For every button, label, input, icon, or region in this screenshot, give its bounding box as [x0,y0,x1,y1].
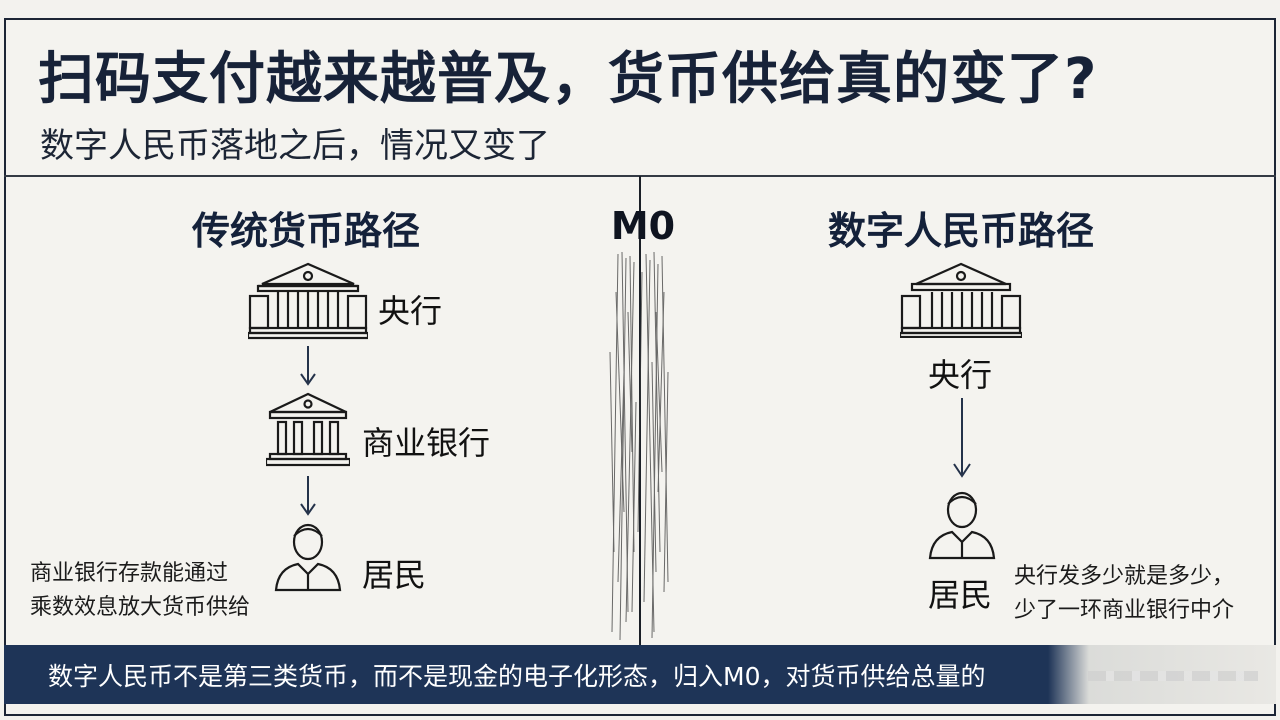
page-subtitle: 数字人民币落地之后，情况又变了 [40,126,550,166]
right-note-line-1: 央行发多少就是多少， [1014,564,1235,589]
bank-building-icon [248,262,368,340]
right-central-bank-label: 央行 [928,356,993,394]
right-heading: 数字人民币路径 [828,209,1095,253]
arrow-down-icon [300,346,316,386]
blurred-watermark [1048,645,1276,704]
page-title: 扫码支付越来越普及，货币供给真的变了? [38,47,1098,112]
left-commercial-bank-label: 商业银行 [362,424,491,462]
bank-building-icon [900,262,1022,338]
left-central-bank-label: 央行 [378,292,443,330]
right-note: 央行发多少就是多少， 少了一环商业银行中介 [1014,560,1234,628]
bottom-banner: 数字人民币不是第三类货币，而不是现金的电子化形态，归入M0，对货币供给总量的 [4,645,1276,704]
arrow-down-icon [953,398,971,478]
arrow-down-icon [300,476,316,516]
left-note-line-2: 乘数效息放大货币供给 [30,595,251,620]
m0-label: M0 [610,204,676,248]
hatch-lines [609,252,669,641]
banner-text: 数字人民币不是第三类货币，而不是现金的电子化形态，归入M0，对货币供给总量的 [48,662,986,691]
left-note: 商业银行存款能通过 乘数效息放大货币供给 [30,557,250,625]
left-resident-label: 居民 [362,556,427,594]
left-heading: 传统货币路径 [192,209,421,253]
right-resident-label: 居民 [928,576,993,614]
right-note-line-2: 少了一环商业银行中介 [1014,598,1235,623]
bank-building-icon [266,392,350,467]
person-icon [928,491,996,560]
person-icon [274,523,342,592]
left-note-line-1: 商业银行存款能通过 [30,561,229,586]
